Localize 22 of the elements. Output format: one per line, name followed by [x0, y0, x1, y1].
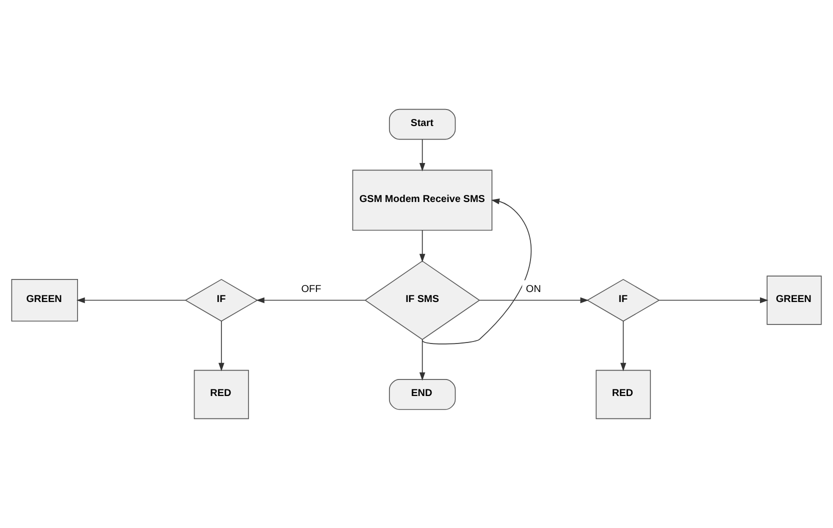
arrow [422, 198, 532, 344]
arrow [419, 139, 426, 172]
node-diamond: IF [184, 278, 258, 322]
arrow [620, 320, 626, 372]
arrow [256, 297, 366, 304]
node-box: GREEN [11, 279, 78, 322]
edge-label: OFF [301, 284, 322, 296]
node-diamond: IF SMS [364, 260, 480, 340]
arrow [419, 230, 426, 262]
arrow [76, 297, 186, 304]
node-box: GREEN [766, 276, 822, 325]
node-box: END [388, 379, 456, 410]
arrow [419, 339, 426, 381]
node-box: GSM Modem Receive SMS [352, 170, 492, 231]
arrow [218, 320, 224, 372]
node-box: RED [194, 370, 249, 420]
node-box: Start [388, 108, 456, 140]
node-diamond: IF [586, 278, 660, 322]
arrow [658, 297, 768, 304]
edge-label: ON [526, 284, 541, 296]
arrow [479, 297, 589, 304]
node-box: RED [596, 370, 651, 420]
